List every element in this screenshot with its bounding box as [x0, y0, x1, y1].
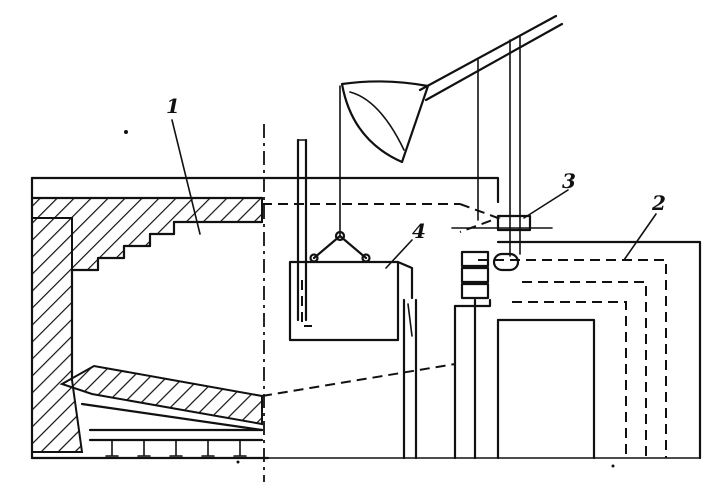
inclined-hearth-hatched: [59, 364, 263, 426]
callout-1: 1: [166, 94, 180, 118]
furnace-body: [30, 176, 701, 460]
callout-3: 3: [562, 169, 576, 193]
charging-scoop: [340, 80, 430, 164]
flue-structure: [453, 240, 702, 460]
charging-bucket: [288, 260, 400, 342]
callout-4: 4: [412, 219, 426, 243]
burner-nozzle: [451, 203, 553, 272]
i-beam-supports: [88, 428, 264, 457]
hoist-assembly: [288, 14, 564, 460]
callout-2: 2: [651, 191, 666, 215]
leader-lines: [171, 119, 657, 269]
